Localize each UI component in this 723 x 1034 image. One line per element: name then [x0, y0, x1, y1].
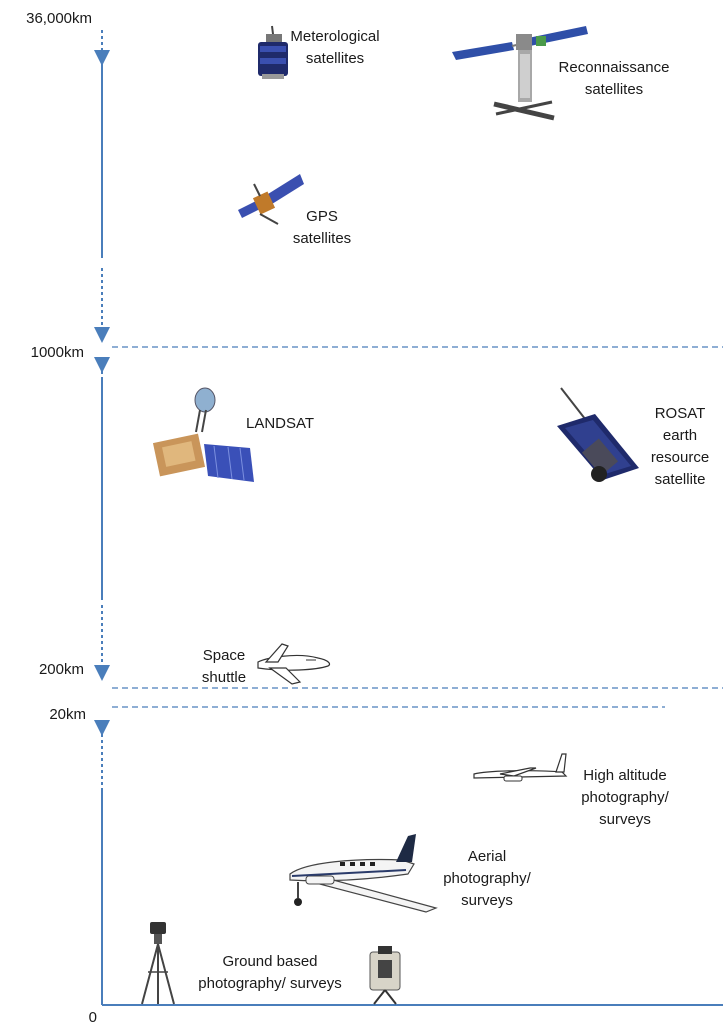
laser-scanner-icon — [369, 946, 401, 1005]
altitude-boundaries — [112, 346, 723, 708]
label-aerial: Aerial photography/ surveys — [443, 848, 531, 909]
rosat-satellite-icon — [557, 387, 639, 482]
camera-tripod-icon — [141, 922, 175, 1005]
tick-1000km: 1000km — [30, 344, 84, 361]
tick-200km: 200km — [38, 661, 84, 678]
label-high-altitude: High altitude photography/ surveys — [581, 767, 669, 828]
landsat-satellite-icon — [152, 387, 254, 482]
label-rosat: ROSAT earth resource satellite — [650, 405, 710, 488]
tick-0: 0 — [88, 1009, 97, 1026]
label-landsat: LANDSAT — [246, 415, 315, 432]
tick-36000km: 36,000km — [26, 10, 92, 27]
label-gps-satellites: GPS satellites — [292, 208, 352, 247]
axis-segment-lower — [94, 720, 723, 1006]
label-reconnaissance-satellites: Reconnaissance satellites — [558, 59, 670, 98]
gps-satellite-icon — [238, 174, 304, 225]
reconnaissance-satellite-icon — [452, 26, 588, 121]
tick-20km: 20km — [49, 706, 86, 723]
weather-satellite-icon — [258, 25, 288, 79]
high-altitude-aircraft-icon — [473, 753, 568, 782]
label-space-shuttle: Space shuttle — [201, 647, 247, 686]
label-ground-based: Ground based photography/ surveys — [198, 953, 342, 992]
space-shuttle-icon — [257, 643, 331, 685]
label-meteorological-satellites: Meterological satellites — [290, 28, 380, 67]
aerial-survey-aircraft-icon — [289, 834, 438, 913]
